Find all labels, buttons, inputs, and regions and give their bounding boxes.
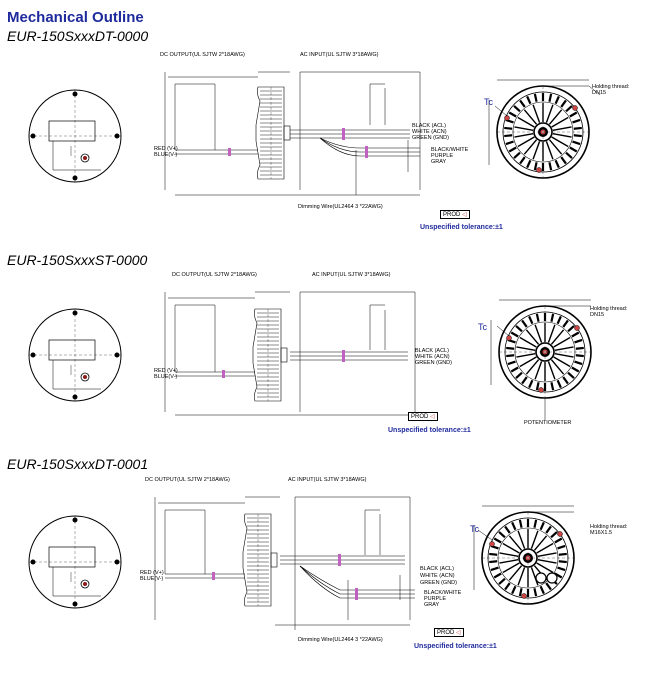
prod-box-3: PROD ◁ xyxy=(434,628,464,637)
ac-wire-white-1: WHITE (ACN) xyxy=(412,129,447,135)
prod-symbol-icon-1: ◁ xyxy=(462,212,467,218)
wires-2 xyxy=(175,351,408,377)
model-title-3: EUR-150SxxxDT-0001 xyxy=(7,456,149,472)
prod-symbol-icon-2: ◁ xyxy=(430,414,435,420)
ac-wire-white-2: WHITE (ACN) xyxy=(415,354,450,360)
radial-dims-3 xyxy=(473,505,574,590)
tc-label-2: Tc xyxy=(478,322,487,332)
ac-input-label-2: AC INPUT(UL SJTW 3*18AWG) xyxy=(312,272,391,278)
dimming-wire-label-1: Dimming Wire(UL2464 3 *22AWG) xyxy=(298,204,383,210)
dim-wire-blackwhite-3: BLACK/WHITE xyxy=(424,590,462,596)
radial-dims-1 xyxy=(488,79,601,165)
dim-wire-purple-3: PURPLE xyxy=(424,596,447,602)
ac-wire-white-3: WHITE (ACN) xyxy=(420,573,455,579)
thread-value-2: DN15 xyxy=(590,312,605,318)
potentiometer-label-2: POTENTIOMETER xyxy=(524,420,572,426)
thread-value-1: DN15 xyxy=(592,90,607,96)
prod-symbol-icon-3: ◁ xyxy=(456,630,461,636)
thread-value-3: M16X1.5 xyxy=(590,530,613,536)
ac-input-label-3: AC INPUT(UL SJTW 3*18AWG) xyxy=(288,477,367,483)
dc-wire-blue-2: BLUE(V-) xyxy=(154,374,178,380)
dc-wire-blue-3: BLUE(V-) xyxy=(140,576,164,582)
front-view-1 xyxy=(28,89,122,183)
side-body-1 xyxy=(255,86,291,180)
ac-wire-green-2: GREEN (GND) xyxy=(415,360,452,366)
ac-wire-black-2: BLACK (ACL) xyxy=(415,348,449,354)
dc-wire-red-3: RED (V+) xyxy=(140,570,164,576)
wires-1 xyxy=(175,129,420,157)
dc-wire-red-1: RED (V+) xyxy=(154,146,178,152)
prod-label-3: PROD xyxy=(437,630,455,636)
dim-wire-gray-1: GRAY xyxy=(431,159,447,165)
wire-markers-2 xyxy=(222,350,345,378)
wire-markers-3 xyxy=(212,554,358,600)
prod-box-1: PROD ◁ xyxy=(440,210,470,219)
dc-wire-red-2: RED (V+) xyxy=(154,368,178,374)
side-body-2 xyxy=(252,308,288,402)
tolerance-2: Unspecified tolerance:±1 xyxy=(388,427,471,434)
front-view-3 xyxy=(28,515,122,609)
thread-label-1: Holding thread: xyxy=(592,84,630,90)
tolerance-1: Unspecified tolerance:±1 xyxy=(420,224,503,231)
dc-output-label-1: DC OUTPUT(UL SJTW 2*18AWG) xyxy=(160,52,245,58)
prod-box-2: PROD ◁ xyxy=(408,412,438,421)
radial-view-3 xyxy=(480,510,576,606)
prod-label-1: PROD xyxy=(443,212,461,218)
side-body-3 xyxy=(242,513,278,607)
tc-label-1: Tc xyxy=(484,97,493,107)
ac-wire-green-3: GREEN (GND) xyxy=(420,580,457,586)
dimension-lines-2 xyxy=(164,291,416,416)
ac-input-label-1: AC INPUT(UL SJTW 3*18AWG) xyxy=(300,52,379,58)
dimension-lines-3 xyxy=(154,496,411,630)
tolerance-3: Unspecified tolerance:±1 xyxy=(414,643,497,650)
prod-label-2: PROD xyxy=(411,414,429,420)
dc-output-label-2: DC OUTPUT(UL SJTW 2*18AWG) xyxy=(172,272,257,278)
thread-label-3: Holding thread: xyxy=(590,524,628,530)
radial-view-1 xyxy=(495,84,591,180)
wires-3 xyxy=(165,555,415,599)
dim-wire-blackwhite-1: BLACK/WHITE xyxy=(431,147,469,153)
dim-wire-gray-3: GRAY xyxy=(424,602,440,608)
model-title-1: EUR-150SxxxDT-0000 xyxy=(7,28,149,44)
plug-holes-3 xyxy=(535,572,558,584)
radial-dims-2 xyxy=(490,299,591,420)
dc-output-label-3: DC OUTPUT(UL SJTW 2*18AWG) xyxy=(145,477,230,483)
thread-label-2: Holding thread: xyxy=(590,306,628,312)
dim-wire-purple-1: PURPLE xyxy=(431,153,454,159)
dc-wire-blue-1: BLUE(V-) xyxy=(154,152,178,158)
ac-wire-black-3: BLACK (ACL) xyxy=(420,566,454,572)
page-title: Mechanical Outline xyxy=(7,9,144,26)
dimming-wire-label-3: Dimming Wire(UL2464 3 *22AWG) xyxy=(298,637,383,643)
dimension-lines-1 xyxy=(164,71,421,196)
wire-markers-1 xyxy=(228,128,368,158)
radial-view-2 xyxy=(497,304,593,400)
model-title-2: EUR-150SxxxST-0000 xyxy=(7,252,148,268)
ac-wire-green-1: GREEN (GND) xyxy=(412,135,449,141)
tc-label-3: Tc xyxy=(470,524,479,534)
ac-wire-black-1: BLACK (ACL) xyxy=(412,123,446,129)
front-view-2 xyxy=(28,308,122,402)
